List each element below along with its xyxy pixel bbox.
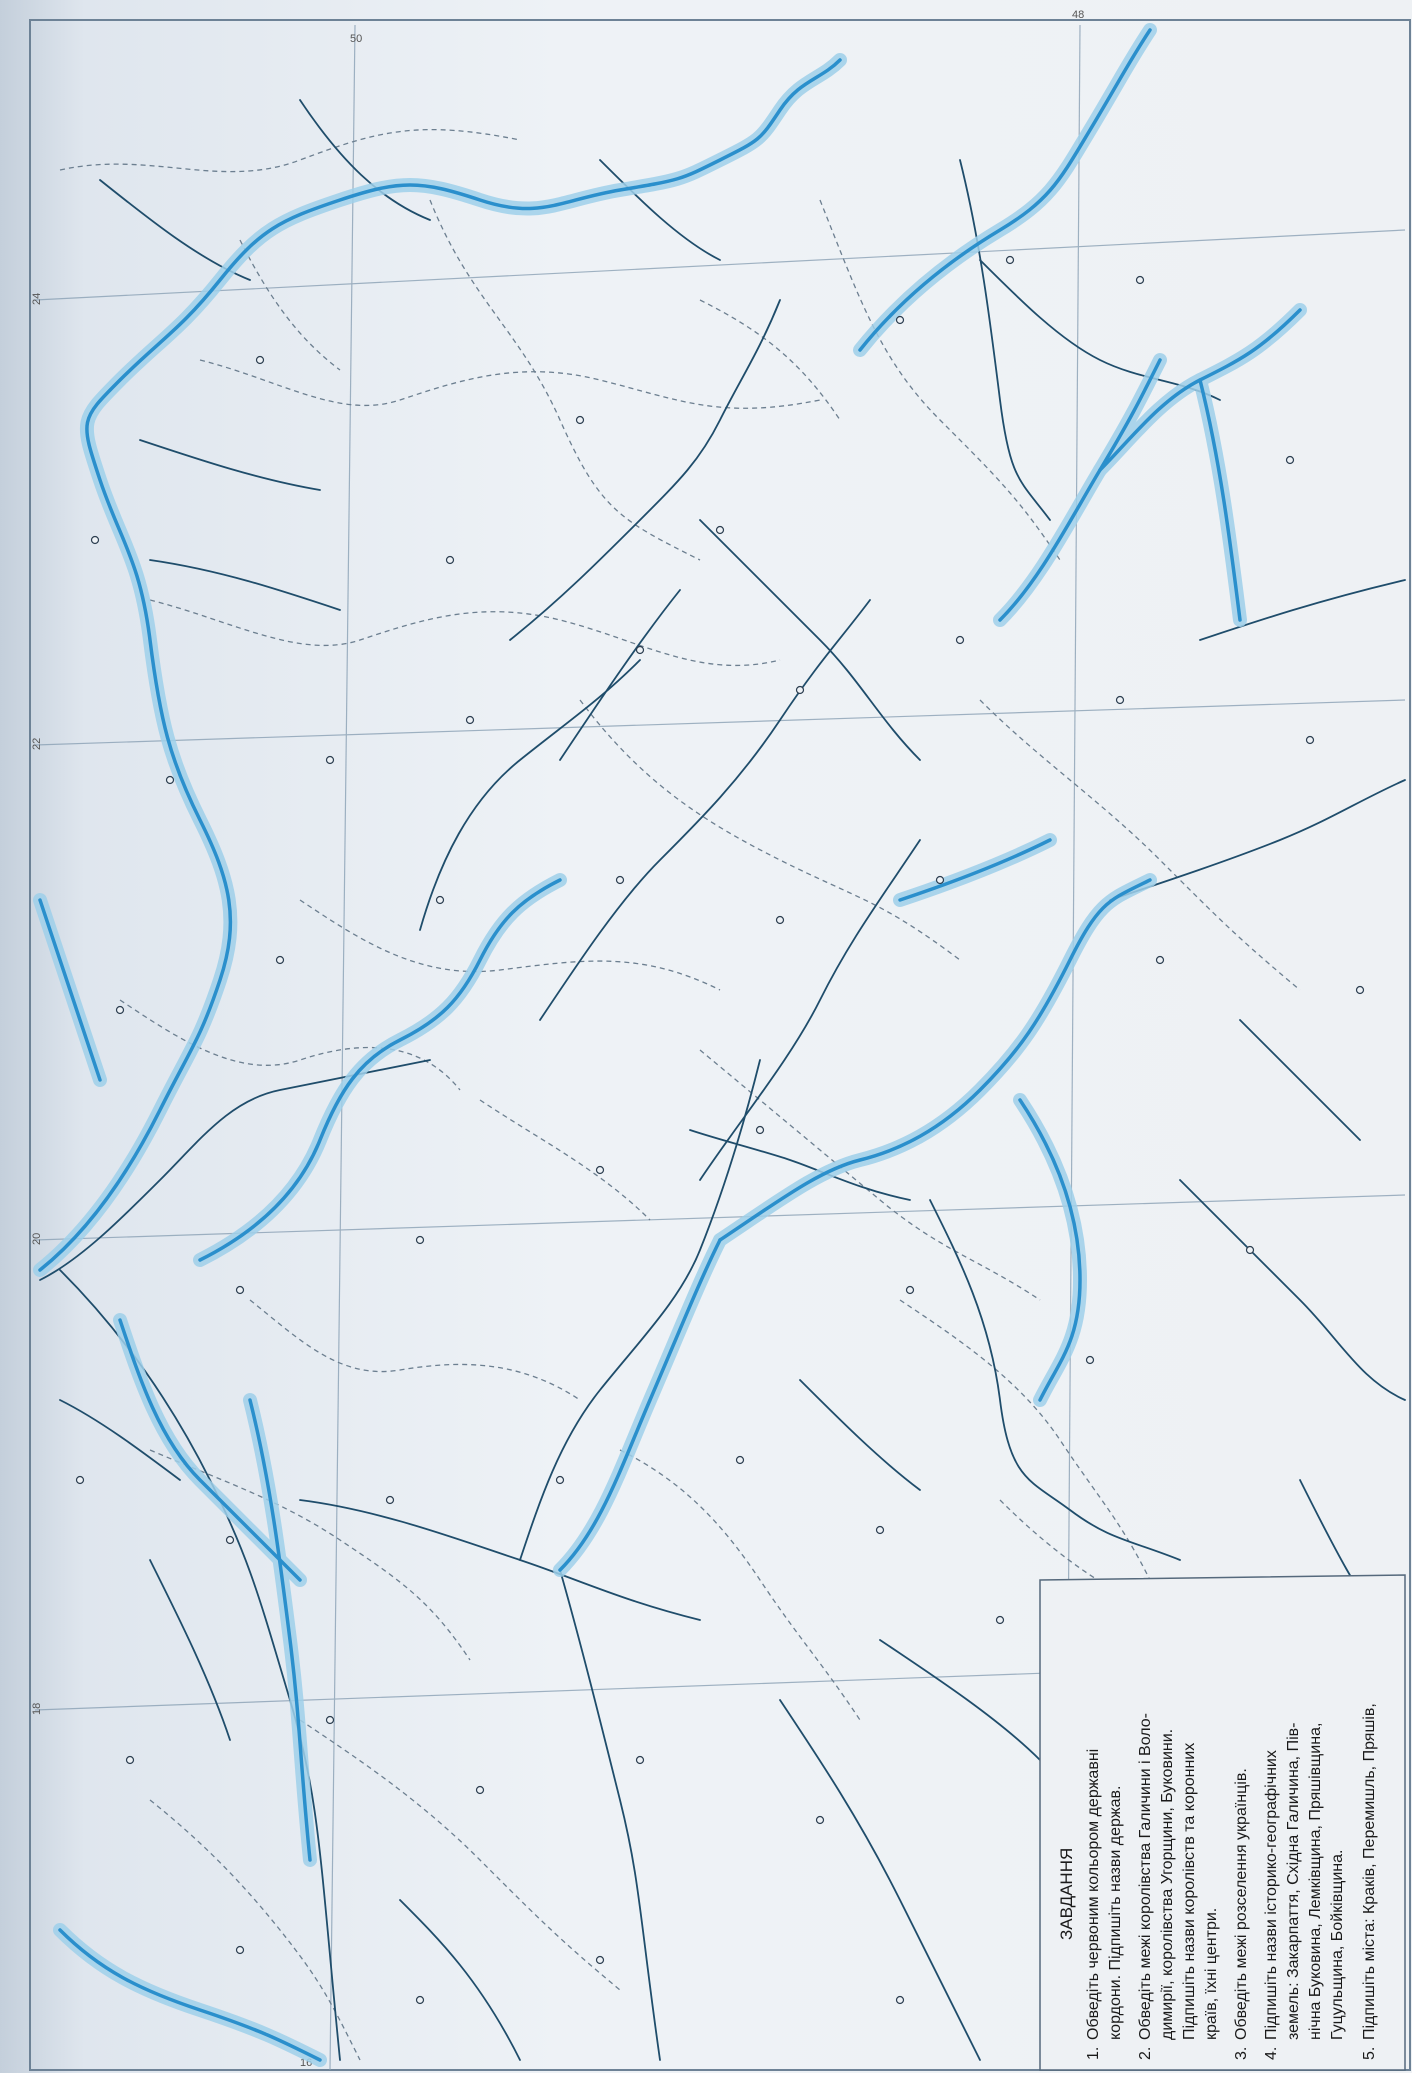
city-marker [465,715,475,725]
city-marker [115,1005,125,1015]
grid-label: 22 [31,738,43,750]
city-marker [225,1535,235,1545]
grid-label: 48 [1072,9,1084,21]
task-2-line-1-text: Обведіть межі королівства Галичини і Вол… [1137,1713,1154,2040]
city-marker [895,1995,905,2005]
city-marker [875,1525,885,1535]
city-marker [815,1815,825,1825]
city-marker [595,1955,605,1965]
city-marker [1115,695,1125,705]
city-marker [255,355,265,365]
city-marker [385,1495,395,1505]
city-marker [165,775,175,785]
task-1-line-2-text: кордони. Підпишіть назви держав. [1107,1786,1124,2040]
task-4-line-4-text: Гуцульщина, Бойківщина. [1329,1850,1346,2040]
city-marker [125,1755,135,1765]
grid-label: 18 [31,1703,43,1715]
city-marker [955,635,965,645]
task-3-num: 3. [1233,2047,1250,2060]
city-marker [1005,255,1015,265]
parallel-line [34,229,1406,301]
city-marker [635,1755,645,1765]
task-4-num: 4. [1263,2047,1280,2060]
city-markers [75,255,1365,2005]
settlement-border [38,28,1302,2062]
task-text: ЗАВДАННЯ 1. Обведіть червоним кольором д… [1057,1703,1378,2060]
city-marker [1245,1245,1255,1255]
city-marker [1355,985,1365,995]
parallel-line [34,1194,1406,1241]
city-marker [635,645,645,655]
city-marker [275,955,285,965]
city-marker [905,1285,915,1295]
task-2-line-4-text: країв, їхні центри. [1203,1908,1220,2040]
task-box [1039,1574,1406,2071]
meridian-line [329,24,356,2071]
city-marker [1285,455,1295,465]
city-marker [755,1125,765,1135]
city-marker [555,1475,565,1485]
city-marker [415,1235,425,1245]
city-marker [595,1165,605,1175]
city-marker [1135,275,1145,285]
city-marker [235,1945,245,1955]
city-marker [415,1995,425,2005]
task-2-line-3-text: Підпишіть назви королівств та коронних [1181,1743,1198,2040]
task-2-num: 2. [1137,2047,1154,2060]
task-2-line-2-text: димирії, королівства Угорщини, Буковини. [1159,1729,1176,2040]
task-1-line-1-text: Обведіть червоним кольором державні [1085,1749,1102,2040]
task-4-line-1-text: Підпишіть назви історико-географічних [1263,1750,1280,2040]
city-marker [445,555,455,565]
city-marker [235,1285,245,1295]
grid-label: 50 [350,33,362,45]
city-marker [325,755,335,765]
task-heading: ЗАВДАННЯ [1057,1848,1076,1940]
task-1-line-1: 1. [1085,2047,1102,2060]
city-marker [995,1615,1005,1625]
task-5-num: 5. [1361,2047,1378,2060]
city-marker [735,1455,745,1465]
city-marker [90,535,100,545]
city-marker [325,1715,335,1725]
task-3-line-1-text: Обведіть межі розселення українців. [1233,1768,1250,2040]
city-marker [1305,735,1315,745]
city-marker [75,1475,85,1485]
grid-label: 24 [31,293,43,305]
parallel-line [34,699,1406,746]
map-frame [29,19,1411,2071]
city-marker [895,315,905,325]
task-4-line-3-text: нічна Буковина, Лемківщина, Пряшівщина, [1307,1723,1324,2040]
admin-boundaries [59,128,1301,2061]
city-marker [575,415,585,425]
city-marker [795,685,805,695]
grid-label: 20 [31,1233,43,1245]
city-marker [775,915,785,925]
task-4-line-2-text: земель: Закарпаття, Східна Галичина, Пів… [1285,1723,1302,2040]
city-marker [475,1785,485,1795]
city-marker [435,895,445,905]
city-marker [1085,1355,1095,1365]
city-marker [1155,955,1165,965]
task-5-line-1-text: Підпишіть міста: Краків, Перемишль, Пряш… [1361,1703,1378,2040]
city-marker [715,525,725,535]
city-marker [935,875,945,885]
city-marker [615,875,625,885]
